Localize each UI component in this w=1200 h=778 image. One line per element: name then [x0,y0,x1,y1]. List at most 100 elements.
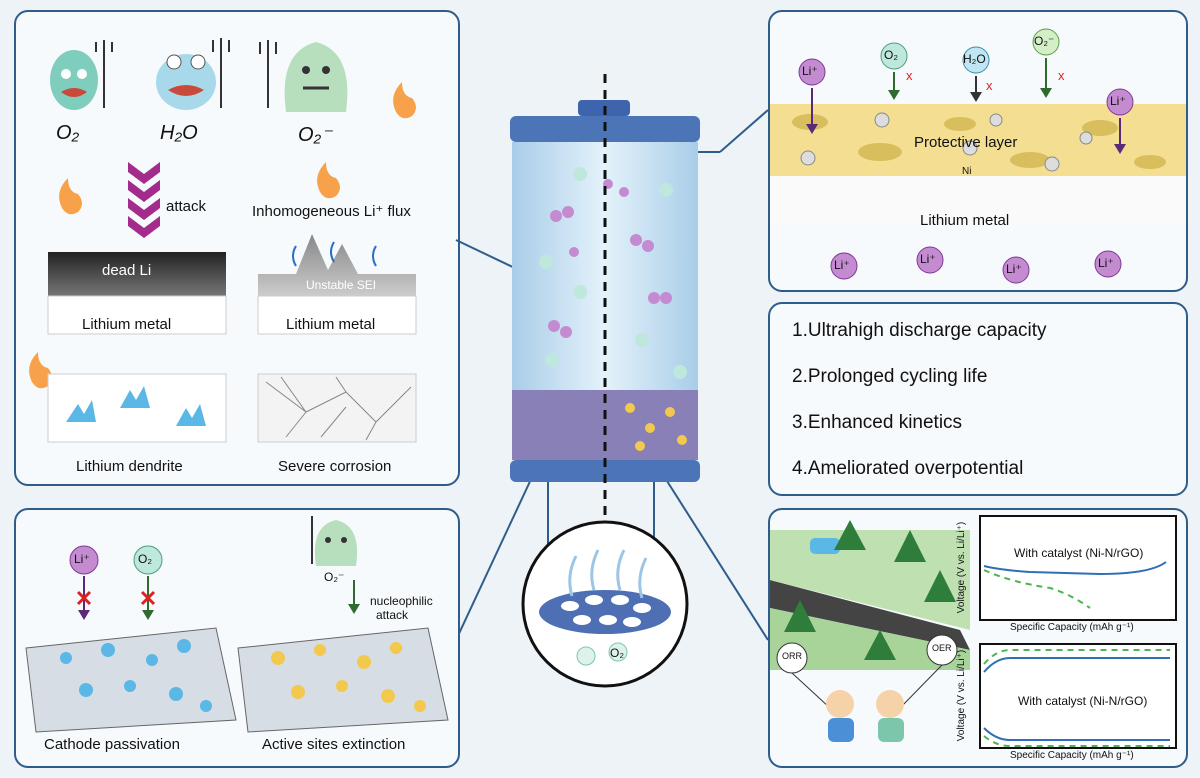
inhomogeneous-flux-label: Inhomogeneous Li⁺ flux [252,203,411,220]
severe-corrosion-label: Severe corrosion [278,458,392,475]
discharge-curve-ref [983,569,1091,609]
o2minus-label: O₂⁻ [324,570,345,584]
species-label-li-left: Li⁺ [802,64,818,78]
lithium-metal-slab [770,176,1186,226]
h2o-species: x [962,46,993,102]
graphene-sheet-right [237,627,449,733]
li-ion-label-3: Li⁺ [1006,262,1022,276]
attack-label: attack [166,198,207,215]
zoom-o2-label: O₂ [610,646,624,660]
lithium-metal-slab-label: Lithium metal [920,212,1010,229]
chart2-xlabel: Specific Capacity (mAh g⁻¹) [1010,750,1134,761]
ni-label: Ni [962,166,972,177]
degradation-panel: O₂ H₂O O₂⁻ attack Inhomogeneous Li⁺ flux… [14,10,460,486]
chart2-ylabel: Voltage (V vs. Li/Li⁺) [956,649,968,742]
o2-bubble-b [608,642,628,662]
nucleophilic-attack-label: attack [376,608,409,622]
feature-4: 4.Ameliorated overpotential [792,458,1024,479]
villain-label-o2: O₂ [56,122,80,144]
graphene-sheet-left [25,627,237,733]
chart1-annotation: With catalyst (Ni-N/rGO) [1014,546,1144,560]
chart2-annotation: With catalyst (Ni-N/rGO) [1018,694,1148,708]
protective-layer-illustration: x x x [770,28,1186,284]
o2-blocked-arrow [133,545,163,620]
li-ion-label-4: Li⁺ [1098,256,1114,270]
cathode-passivation-label: Cathode passivation [44,736,180,753]
dendrite-icons [66,386,206,426]
road-scene [770,520,970,670]
feature-2: 2.Prolonged cycling life [792,366,988,387]
discharge-curve-ref-2 [983,735,1170,747]
o2-species: x [880,42,913,100]
unstable-sei-layer [258,234,416,296]
dead-li-layer [48,252,226,296]
li-ion-left [798,58,826,134]
orr-balloon-label: ORR [782,651,802,661]
protective-layer-panel: x x x Li⁺ O₂ H₂O O₂⁻ Li⁺ Protectiv [768,10,1188,292]
catalyst-disk [539,590,671,634]
catalyst-particles [625,403,687,451]
car-icon [810,538,840,554]
cycling-chart [979,643,1177,749]
ni-atoms [800,112,1093,172]
feature-3: 3.Enhanced kinetics [792,412,963,433]
li-label: Li⁺ [74,552,90,566]
villain-label-o2minus: O₂⁻ [298,124,332,146]
kids-icon [776,634,958,742]
lithium-metal-a [47,295,227,335]
h2o-monster-icon [156,38,230,110]
chart1-ylabel: Voltage (V vs. Li/Li⁺) [956,521,968,614]
battery-bottom-cap [510,460,700,482]
corrosion-box [257,373,417,443]
li-ion-right [1106,88,1134,154]
svg-text:x: x [1058,68,1065,83]
species-label-o2minus: O₂⁻ [1034,34,1055,48]
li-blocked-arrow [69,545,99,620]
lithium-dendrite-label: Lithium dendrite [76,458,183,475]
layer-pores [792,114,1166,169]
li-ion-label-1: Li⁺ [834,258,850,272]
o2-bubble-a [576,646,596,666]
superoxide-monster-icon [259,40,348,112]
discharge-curve-2 [983,727,1170,741]
lithium-metal-label-b: Lithium metal [286,316,376,333]
charge-curve-ref [983,649,1170,665]
lithium-metal-label-a: Lithium metal [82,316,172,333]
gas-flow-arrows [568,549,648,599]
unstable-sei-label: Unstable SEI [306,278,377,292]
performance-illustration [770,515,1177,749]
dead-li-label: dead Li [102,262,152,279]
degradation-illustration [29,38,417,443]
crack-network [265,376,412,441]
li-ion-label-2: Li⁺ [920,252,936,266]
li-ions-bottom [830,246,1122,284]
features-panel: 1.Ultrahigh discharge capacity 2.Prolong… [768,302,1188,496]
attack-arrows [128,162,160,238]
disk-pores [561,595,651,627]
svg-text:x: x [906,68,913,83]
electrolyte-molecules [539,167,687,379]
tree-icons [784,520,956,660]
discharge-curve [983,561,1167,576]
battery-illustration [510,74,700,688]
protective-layer [770,104,1186,176]
active-sites-label: Active sites extinction [262,736,406,753]
discharge-chart [979,515,1177,621]
species-label-o2: O₂ [884,48,898,62]
performance-panel: ORR OER With catalyst (Ni-N/rGO) Specifi… [768,508,1188,768]
flux-arrows [292,241,377,267]
superoxide-attacker-icon [311,516,360,614]
o2-monster-icon [50,40,113,110]
o2-label: O₂ [138,552,152,566]
lithium-metal-b [257,295,417,335]
charge-curve [983,657,1170,673]
species-label-h2o: H₂O [963,52,986,66]
chart1-xlabel: Specific Capacity (mAh g⁻¹) [1010,622,1134,633]
nucleophilic-label: nucleophilic [370,594,433,608]
cathode-issues-illustration [25,516,449,733]
villain-label-h2o: H₂O [160,122,198,144]
protective-layer-label: Protective layer [914,134,1018,151]
svg-text:x: x [986,78,993,93]
cathode-issues-panel: Li⁺ O₂ O₂⁻ nucleophilic attack Cathode p… [14,508,460,768]
o2minus-species: x [1032,28,1065,98]
